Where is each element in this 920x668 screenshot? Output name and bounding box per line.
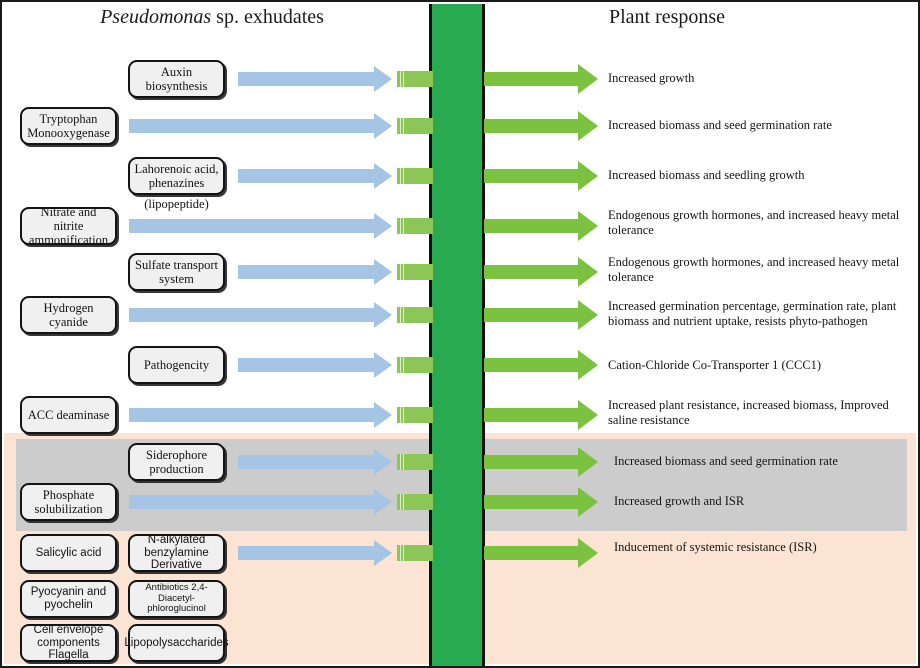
blue-arrow-row-2 xyxy=(129,113,392,139)
green-stub-row-8 xyxy=(397,407,433,423)
substance-box-pathogencity[interactable]: Pathogencity xyxy=(128,346,225,384)
heading-left-italic: Pseudomonas xyxy=(100,6,212,28)
blue-arrow-row-3 xyxy=(238,163,392,189)
green-arrow-row-1 xyxy=(484,64,598,94)
green-arrow-row-8 xyxy=(484,400,598,430)
blue-arrow-row-7 xyxy=(238,352,392,378)
blue-arrow-row-6 xyxy=(129,302,392,328)
green-stub-row-11 xyxy=(397,545,433,561)
green-arrow-row-9 xyxy=(484,447,598,477)
substance-box-phosphate-solubilization[interactable]: Phosphate solubilization xyxy=(20,483,117,521)
heading-left-rest: sp. exhudates xyxy=(211,6,324,28)
response-text-row-4: Endogenous growth hormones, and increase… xyxy=(608,208,900,238)
green-stub-row-1 xyxy=(397,71,433,87)
blue-arrow-row-1 xyxy=(238,66,392,92)
response-text-row-9: Increased biomass and seed germination r… xyxy=(614,454,838,468)
substance-box-lahorenoic-acid-phenazines[interactable]: Lahorenoic acid, phenazines xyxy=(128,157,225,195)
substance-box-lipopolysaccharides[interactable]: Lipopolysaccharides xyxy=(124,624,229,662)
green-stub-row-3 xyxy=(397,168,433,184)
substance-box-acc-deaminase[interactable]: ACC deaminase xyxy=(20,396,117,434)
green-stub-row-6 xyxy=(397,307,433,323)
green-arrow-row-11 xyxy=(484,538,598,568)
caption-lipopeptide: (lipopeptide) xyxy=(144,197,209,211)
green-arrow-row-5 xyxy=(484,257,598,287)
green-stub-row-5 xyxy=(397,264,433,280)
response-text-row-6: Increased germination percentage, germin… xyxy=(608,299,897,329)
response-text-row-2: Increased biomass and seed germination r… xyxy=(608,118,832,132)
blue-arrow-row-8 xyxy=(129,402,392,428)
response-text-row-11: Inducement of systemic resistance (ISR) xyxy=(614,540,817,554)
substance-box-auxin-biosynthesis[interactable]: Auxin biosynthesis xyxy=(128,60,225,98)
green-stub-row-4 xyxy=(397,218,433,234)
blue-arrow-row-4 xyxy=(129,213,392,239)
substance-box-n-alkylated-benzylamine-derivative[interactable]: N-alkylated benzylamine Derivative xyxy=(128,534,225,572)
response-text-row-5: Endogenous growth hormones, and increase… xyxy=(608,255,900,285)
substance-box-salicylic-acid[interactable]: Salicylic acid xyxy=(20,534,117,572)
substance-box-nitrate-nitrite-ammonification[interactable]: Nitrate and nitrite ammonification xyxy=(20,205,117,247)
green-arrow-row-7 xyxy=(484,350,598,380)
green-arrow-row-4 xyxy=(484,211,598,241)
blue-arrow-row-9 xyxy=(238,449,392,475)
response-text-row-7: Cation-Chloride Co-Transporter 1 (CCC1) xyxy=(608,358,822,372)
green-arrow-row-3 xyxy=(484,161,598,191)
blue-arrow-row-10 xyxy=(129,489,392,515)
central-green-column xyxy=(429,4,485,666)
response-text-row-1: Increased growth xyxy=(608,71,695,85)
page-title-left: Pseudomonas sp. exhudates xyxy=(62,6,362,29)
green-stub-row-7 xyxy=(397,357,433,373)
substance-box-tryptophan-monooxygenase[interactable]: Tryptophan Monooxygenase xyxy=(20,107,117,145)
response-text-row-10: Increased growth and ISR xyxy=(614,494,745,508)
green-arrow-row-2 xyxy=(484,111,598,141)
substance-box-pyocyanin-pyochelin[interactable]: Pyocyanin and pyochelin xyxy=(20,580,117,618)
green-arrow-row-6 xyxy=(484,300,598,330)
substance-box-siderophore-production[interactable]: Siderophore production xyxy=(128,443,225,481)
substance-box-cell-envelope-flagella[interactable]: Cell envelope components Flagella xyxy=(20,624,117,662)
page-title-right: Plant response xyxy=(608,6,726,28)
blue-arrow-row-5 xyxy=(238,259,392,285)
response-text-row-8: Increased plant resistance, increased bi… xyxy=(608,398,889,428)
substance-box-antibiotics-dapg[interactable]: Antibiotics 2,4-Diacetyl-phloroglucinol xyxy=(128,580,225,618)
green-stub-row-2 xyxy=(397,118,433,134)
green-stub-row-9 xyxy=(397,454,433,470)
substance-box-hydrogen-cyanide[interactable]: Hydrogen cyanide xyxy=(20,296,117,334)
substance-box-sulfate-transport-system[interactable]: Sulfate transport system xyxy=(128,253,225,291)
response-text-row-3: Increased biomass and seedling growth xyxy=(608,168,805,182)
blue-arrow-row-11 xyxy=(238,540,392,566)
green-stub-row-10 xyxy=(397,494,433,510)
green-arrow-row-10 xyxy=(484,487,598,517)
